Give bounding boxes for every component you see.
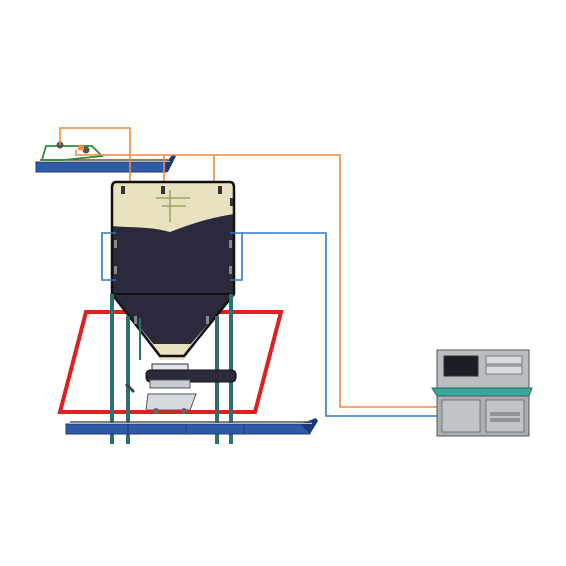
- sensor-icon: [114, 266, 117, 274]
- green-wire: [41, 145, 104, 161]
- sensor-icon: [114, 240, 117, 248]
- top-conveyor: [35, 141, 176, 173]
- sensor-icon: [161, 186, 165, 194]
- sensor-icon: [206, 316, 209, 324]
- weigh-sensor-icon: [82, 146, 90, 154]
- screw-feeder: [124, 363, 237, 394]
- sensor-icon: [230, 198, 233, 206]
- sensor-icon: [134, 316, 137, 324]
- sensor-icon: [218, 186, 222, 194]
- control-console: [431, 349, 533, 437]
- storage-hopper: [110, 180, 236, 360]
- cart: [145, 393, 197, 414]
- bottom-conveyor: [65, 418, 318, 435]
- sensor-icon: [229, 240, 232, 248]
- level-sensors: [156, 190, 190, 222]
- blue-signal-wires: [101, 232, 437, 417]
- sensor-icon: [229, 266, 232, 274]
- sensor-icon: [121, 186, 125, 194]
